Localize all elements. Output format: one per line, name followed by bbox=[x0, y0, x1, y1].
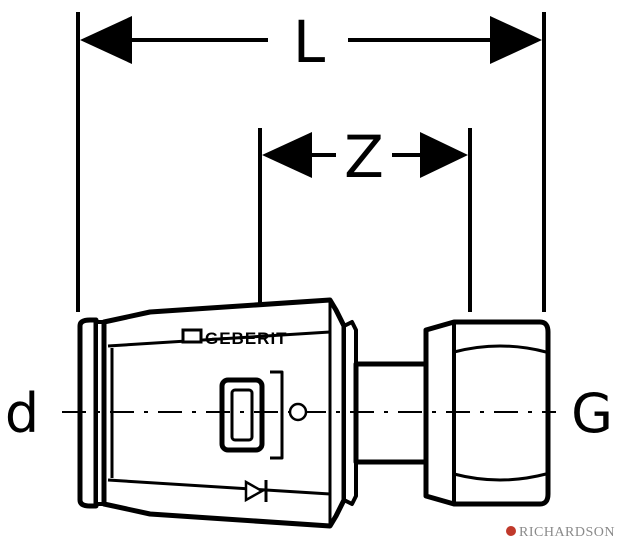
watermark: RICHARDSON bbox=[506, 525, 615, 539]
union-nut bbox=[423, 319, 551, 507]
watermark-text: RICHARDSON bbox=[519, 525, 615, 539]
thread-label: G bbox=[571, 382, 613, 445]
brand-logo-box-icon bbox=[181, 328, 203, 344]
dimension-l: L bbox=[80, 8, 542, 76]
pipe-diameter-label: d bbox=[5, 382, 39, 445]
body-facet-upper bbox=[107, 330, 331, 348]
brand-name: GEBERIT bbox=[205, 329, 288, 348]
arrowhead-right-icon bbox=[490, 16, 542, 64]
dimension-label-z: Z bbox=[344, 123, 384, 191]
centre-mark-icon bbox=[288, 402, 308, 422]
brand-plate: GEBERIT bbox=[181, 328, 288, 348]
arrowhead-left-icon bbox=[80, 16, 132, 64]
insertion-mark bbox=[244, 479, 268, 503]
inspection-window-inner bbox=[230, 388, 254, 442]
arrowhead-left-icon bbox=[262, 132, 312, 178]
centre-line bbox=[62, 402, 556, 422]
union-nut-facet-lower bbox=[453, 472, 547, 482]
dimension-z: Z bbox=[262, 123, 468, 191]
union-nut-facet-upper bbox=[453, 344, 547, 354]
body-facet-lower bbox=[107, 478, 331, 496]
dimension-label-l: L bbox=[293, 8, 325, 76]
window-bracket bbox=[270, 370, 284, 460]
insertion-arrow-icon bbox=[244, 479, 265, 503]
watermark-logo-icon bbox=[506, 526, 516, 536]
arrowhead-right-icon bbox=[420, 132, 468, 178]
